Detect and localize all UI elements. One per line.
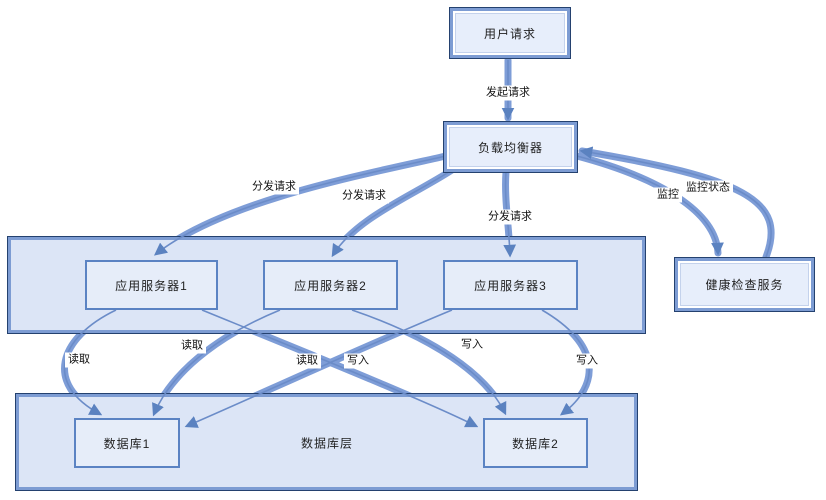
edge-lb-to-app1-thick [152,152,450,258]
edge-label-read-2: 读取 [178,338,206,354]
edge-label-initiate-request: 发起请求 [483,85,533,101]
edge-app3-to-db1 [184,309,453,428]
edge-lb-to-health [576,155,724,256]
node-health-check-service-label: 健康检查服务 [705,278,784,292]
node-health-check-service: 健康检查服务 [674,257,815,312]
node-load-balancer: 负载均衡器 [443,121,578,173]
edge-app2-to-db2 [351,309,507,416]
edge-label-dispatch-request-2: 分发请求 [339,188,389,204]
edge-app2-to-db2-thick [348,306,509,417]
node-database-2-label: 数据库2 [512,436,559,451]
node-app-server-1-label: 应用服务器1 [115,278,188,293]
node-database-1: 数据库1 [74,418,180,468]
node-database-2: 数据库2 [483,418,588,468]
node-user-request-label: 用户请求 [483,26,536,41]
edge-app2-to-db1 [152,309,281,417]
edge-label-write-1: 写入 [344,353,372,369]
edge-label-read-3: 读取 [293,353,321,369]
edge-lines [63,60,772,428]
edge-health-to-lb [579,146,772,258]
edge-lb-to-app2-thick [329,166,456,259]
edge-app1-to-db2 [201,309,479,428]
edge-label-dispatch-request-1: 分发请求 [249,179,299,195]
edge-lb-to-app1 [153,155,447,256]
edge-lb-to-health-thick [573,152,722,257]
node-app-server-1: 应用服务器1 [85,260,218,310]
edge-label-monitor-status: 监控状态 [683,180,733,196]
edge-label-dispatch-request-3: 分发请求 [485,209,535,225]
node-user-request: 用户请求 [449,7,571,59]
node-app-server-2: 应用服务器2 [263,260,398,310]
edge-app2-to-db1-thick [150,306,284,418]
edge-label-read-1: 读取 [65,352,93,368]
node-app-server-2-label: 应用服务器2 [294,278,367,293]
edge-label-monitor: 监控 [654,187,682,203]
edge-lb-to-app2 [331,169,453,258]
database-layer-title: 数据库层 [300,436,354,451]
node-app-server-3-label: 应用服务器3 [474,278,547,293]
node-app-server-3: 应用服务器3 [443,260,578,310]
edge-label-write-3: 写入 [573,353,601,369]
node-load-balancer-label: 负载均衡器 [477,140,543,155]
node-database-1-label: 数据库1 [103,436,151,451]
edge-label-write-2: 写入 [458,337,486,353]
